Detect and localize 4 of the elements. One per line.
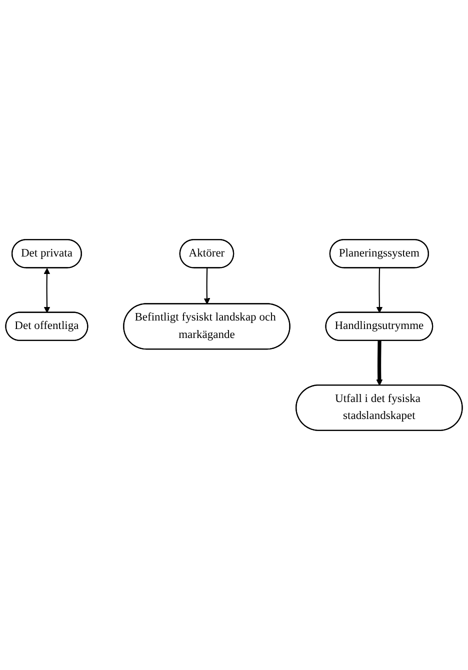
arrow (204, 268, 210, 304)
arrow (376, 340, 383, 386)
arrow (376, 268, 383, 313)
arrow (44, 268, 50, 313)
